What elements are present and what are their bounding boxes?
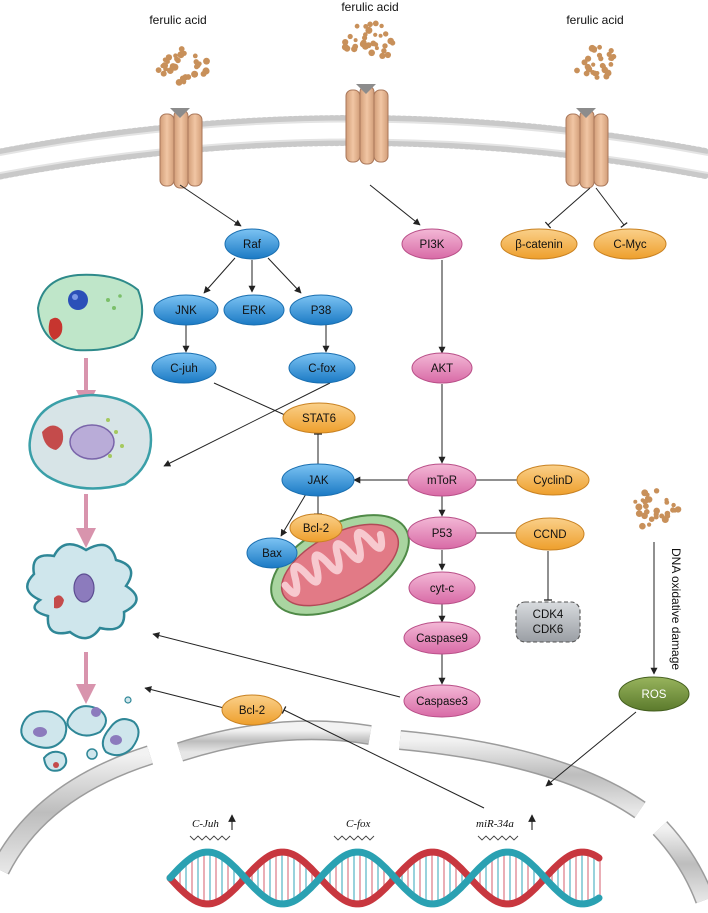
node-p38[interactable]: P38 — [289, 294, 353, 326]
node-cjuh[interactable]: C-juh — [151, 352, 217, 384]
node-pi3k-label: PI3K — [420, 239, 445, 251]
node-cmyc[interactable]: C-Myc — [593, 228, 667, 260]
dna-oxidative-damage-label: DNA oxidative damage — [669, 548, 683, 670]
node-caspase9[interactable]: Caspase9 — [403, 621, 481, 655]
shrinking-cell-illustration — [28, 393, 153, 490]
node-bcl2-outer[interactable]: Bcl-2 — [221, 694, 283, 726]
edge-ros-mir34a — [545, 711, 637, 787]
node-cdk4-cdk6[interactable]: CDK4 CDK6 — [515, 601, 581, 643]
node-jnk[interactable]: JNK — [153, 294, 219, 326]
node-beta-catenin-label: β-catenin — [515, 239, 563, 251]
ferulic-acid-label-left: ferulic acid — [149, 13, 206, 27]
node-cjuh-label: C-juh — [170, 363, 197, 375]
node-jak-label: JAK — [307, 475, 328, 487]
node-cyclind-label: CyclinD — [533, 475, 573, 487]
edge-cjuh-stat6 — [213, 382, 297, 421]
node-bcl2-outer-label: Bcl-2 — [239, 705, 265, 717]
node-raf-label: Raf — [243, 239, 262, 251]
node-akt-label: AKT — [431, 363, 453, 375]
node-mtor-label: mToR — [427, 475, 457, 487]
gene-cfox: C-fox — [333, 818, 375, 841]
node-cyclind[interactable]: CyclinD — [516, 464, 590, 496]
ferulic-acid-particles-3 — [574, 44, 617, 80]
ferulic-acid-particles-2 — [341, 20, 396, 60]
ferulic-acid-label-right: ferulic acid — [566, 13, 623, 27]
edge-mir34a-bcl2 — [281, 706, 485, 809]
node-jnk-label: JNK — [175, 305, 197, 317]
node-cytc-label: cyt-c — [430, 583, 455, 595]
node-cdk6-label: CDK6 — [533, 624, 564, 636]
ferulic-acid-particles-4 — [633, 488, 682, 530]
edge-receptor-pi3k — [369, 184, 421, 226]
gene-label-cjuh: C-Juh — [192, 818, 219, 830]
ferulic-acid-particles-1 — [155, 46, 210, 86]
gene-label-cfox: C-fox — [346, 818, 371, 830]
node-erk-label: ERK — [242, 305, 266, 317]
receptor-1 — [159, 108, 203, 189]
healthy-cell-illustration — [36, 273, 144, 352]
node-p53-label: P53 — [432, 528, 452, 540]
node-p38-label: P38 — [311, 305, 331, 317]
edge-caspase3-cell — [152, 632, 401, 698]
edge-receptor-cmyc — [595, 187, 628, 228]
ferulic-acid-label-center: ferulic acid — [341, 0, 398, 14]
node-ccnd-label: CCND — [533, 529, 566, 541]
node-ros[interactable]: ROS — [618, 676, 690, 712]
node-raf[interactable]: Raf — [224, 228, 280, 260]
node-cfox[interactable]: C-fox — [288, 352, 356, 384]
node-cdk4-label: CDK4 — [533, 609, 564, 621]
node-cytc[interactable]: cyt-c — [408, 571, 476, 605]
node-stat6[interactable]: STAT6 — [282, 402, 356, 434]
node-bax[interactable]: Bax — [246, 537, 298, 569]
edge-cfox-cell — [163, 382, 331, 467]
nuclear-envelope — [0, 720, 708, 904]
node-cmyc-label: C-Myc — [613, 239, 646, 251]
node-caspase3-label: Caspase3 — [416, 696, 468, 708]
edge-receptor-beta-catenin — [544, 187, 591, 229]
edge-receptor-raf — [179, 184, 242, 227]
gene-mir34a: miR-34a — [476, 814, 536, 841]
node-mtor[interactable]: mToR — [407, 463, 477, 497]
blebbing-cell-illustration — [26, 543, 138, 640]
edge-jak-bax — [280, 493, 307, 537]
node-akt[interactable]: AKT — [411, 352, 473, 384]
node-ros-label: ROS — [642, 689, 667, 701]
node-cfox-label: C-fox — [308, 363, 336, 375]
node-p53[interactable]: P53 — [407, 516, 477, 550]
dna-helix — [166, 848, 603, 908]
edge-bcl2-cell — [144, 686, 225, 709]
apoptotic-bodies-illustration — [20, 696, 140, 772]
node-ccnd[interactable]: CCND — [515, 517, 585, 551]
node-beta-catenin[interactable]: β-catenin — [500, 228, 578, 260]
node-bax-label: Bax — [262, 548, 282, 560]
node-bcl2-inner[interactable]: Bcl-2 — [289, 513, 343, 543]
node-erk[interactable]: ERK — [223, 294, 285, 326]
node-bcl2-inner-label: Bcl-2 — [303, 523, 329, 535]
receptor-2 — [345, 84, 389, 165]
node-caspase9-label: Caspase9 — [416, 633, 468, 645]
pathway-edges — [144, 184, 658, 809]
node-pi3k[interactable]: PI3K — [401, 228, 463, 260]
node-caspase3[interactable]: Caspase3 — [403, 684, 481, 718]
receptor-3 — [565, 108, 609, 189]
node-stat6-label: STAT6 — [302, 413, 336, 425]
gene-cjuh: C-Juh — [189, 814, 236, 841]
edge-raf-jnk — [203, 257, 236, 294]
edge-raf-p38 — [267, 257, 302, 294]
gene-label-mir34a: miR-34a — [476, 818, 514, 830]
node-jak[interactable]: JAK — [281, 463, 355, 497]
